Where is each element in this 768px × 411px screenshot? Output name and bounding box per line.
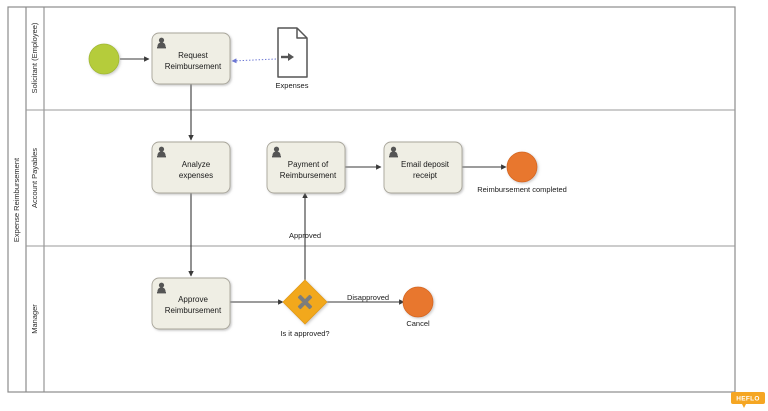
exclusive-gateway-x-icon [297, 294, 313, 310]
flow-labels: Approved Disapproved [289, 231, 389, 302]
flow-label-approved: Approved [289, 231, 321, 240]
task-analyze-label-line2: expenses [179, 171, 213, 180]
gateway-label: Is it approved? [280, 329, 329, 338]
expenses-document-icon [277, 27, 308, 78]
task-payment-label-line2: Reimbursement [280, 171, 337, 180]
user-task-icon [272, 146, 281, 158]
task-analyze-label-line1: Analyze [182, 160, 211, 169]
pool-expense-reimbursement[interactable]: Expense Reimbursement Solicitant (Employ… [7, 6, 736, 393]
end-event-completed-circle [506, 151, 538, 183]
data-object-expenses-label: Expenses [276, 81, 309, 90]
task-request-label-line2: Reimbursement [165, 62, 222, 71]
gateway-is-it-approved[interactable]: Is it approved? [280, 279, 330, 338]
user-task-icon [157, 282, 166, 294]
task-request-label-line1: Request [178, 51, 209, 60]
task-approve-label-line2: Reimbursement [165, 306, 222, 315]
end-event-reimbursement-completed[interactable]: Reimbursement completed [477, 151, 567, 194]
heflo-watermark[interactable]: HEFLO [731, 392, 765, 408]
task-payment-of-reimbursement[interactable]: Payment of Reimbursement [266, 141, 346, 194]
task-request-reimbursement[interactable]: Request Reimbursement [151, 32, 231, 85]
end-event-cancel-label: Cancel [406, 319, 430, 328]
user-task-icon [157, 146, 166, 158]
task-approve-label-line1: Approve [178, 295, 208, 304]
sequence-flows [120, 56, 507, 305]
task-email-deposit-box [383, 141, 463, 194]
task-email-deposit-receipt[interactable]: Email deposit receipt [383, 141, 463, 194]
pool-title: Expense Reimbursement [12, 157, 21, 242]
user-task-icon [157, 37, 166, 49]
expenses-document-fold [296, 28, 307, 39]
association-expenses-to-request [231, 58, 277, 64]
task-analyze-expenses[interactable]: Analyze expenses [151, 141, 231, 194]
task-approve-box [151, 277, 231, 330]
task-email-label-line2: receipt [413, 171, 438, 180]
task-payment-box [266, 141, 346, 194]
lane-account-payables[interactable]: Account Payables [30, 148, 39, 208]
pool-outline [7, 6, 736, 393]
end-event-completed-label: Reimbursement completed [477, 185, 567, 194]
task-payment-label-line1: Payment of [288, 160, 329, 169]
lane-label-account-payables: Account Payables [30, 148, 39, 208]
lane-manager[interactable]: Manager [30, 304, 39, 334]
end-event-cancel[interactable]: Cancel [402, 286, 434, 328]
start-event[interactable] [88, 43, 120, 75]
start-event-circle [88, 43, 120, 75]
heflo-bubble-shape [731, 392, 765, 408]
lane-label-solicitant: Solicitant (Employee) [30, 22, 39, 93]
lane-solicitant[interactable]: Solicitant (Employee) [30, 22, 39, 93]
flow-label-disapproved: Disapproved [347, 293, 389, 302]
data-object-expenses[interactable]: Expenses [276, 27, 309, 90]
task-approve-reimbursement[interactable]: Approve Reimbursement [151, 277, 231, 330]
end-event-cancel-circle [402, 286, 434, 318]
expenses-input-arrow-head [288, 53, 294, 61]
task-request-reimbursement-box [151, 32, 231, 85]
task-email-label-line1: Email deposit [401, 160, 450, 169]
heflo-label: HEFLO [736, 396, 760, 403]
lane-label-manager: Manager [30, 304, 39, 334]
user-task-icon [389, 146, 398, 158]
task-analyze-expenses-box [151, 141, 231, 194]
